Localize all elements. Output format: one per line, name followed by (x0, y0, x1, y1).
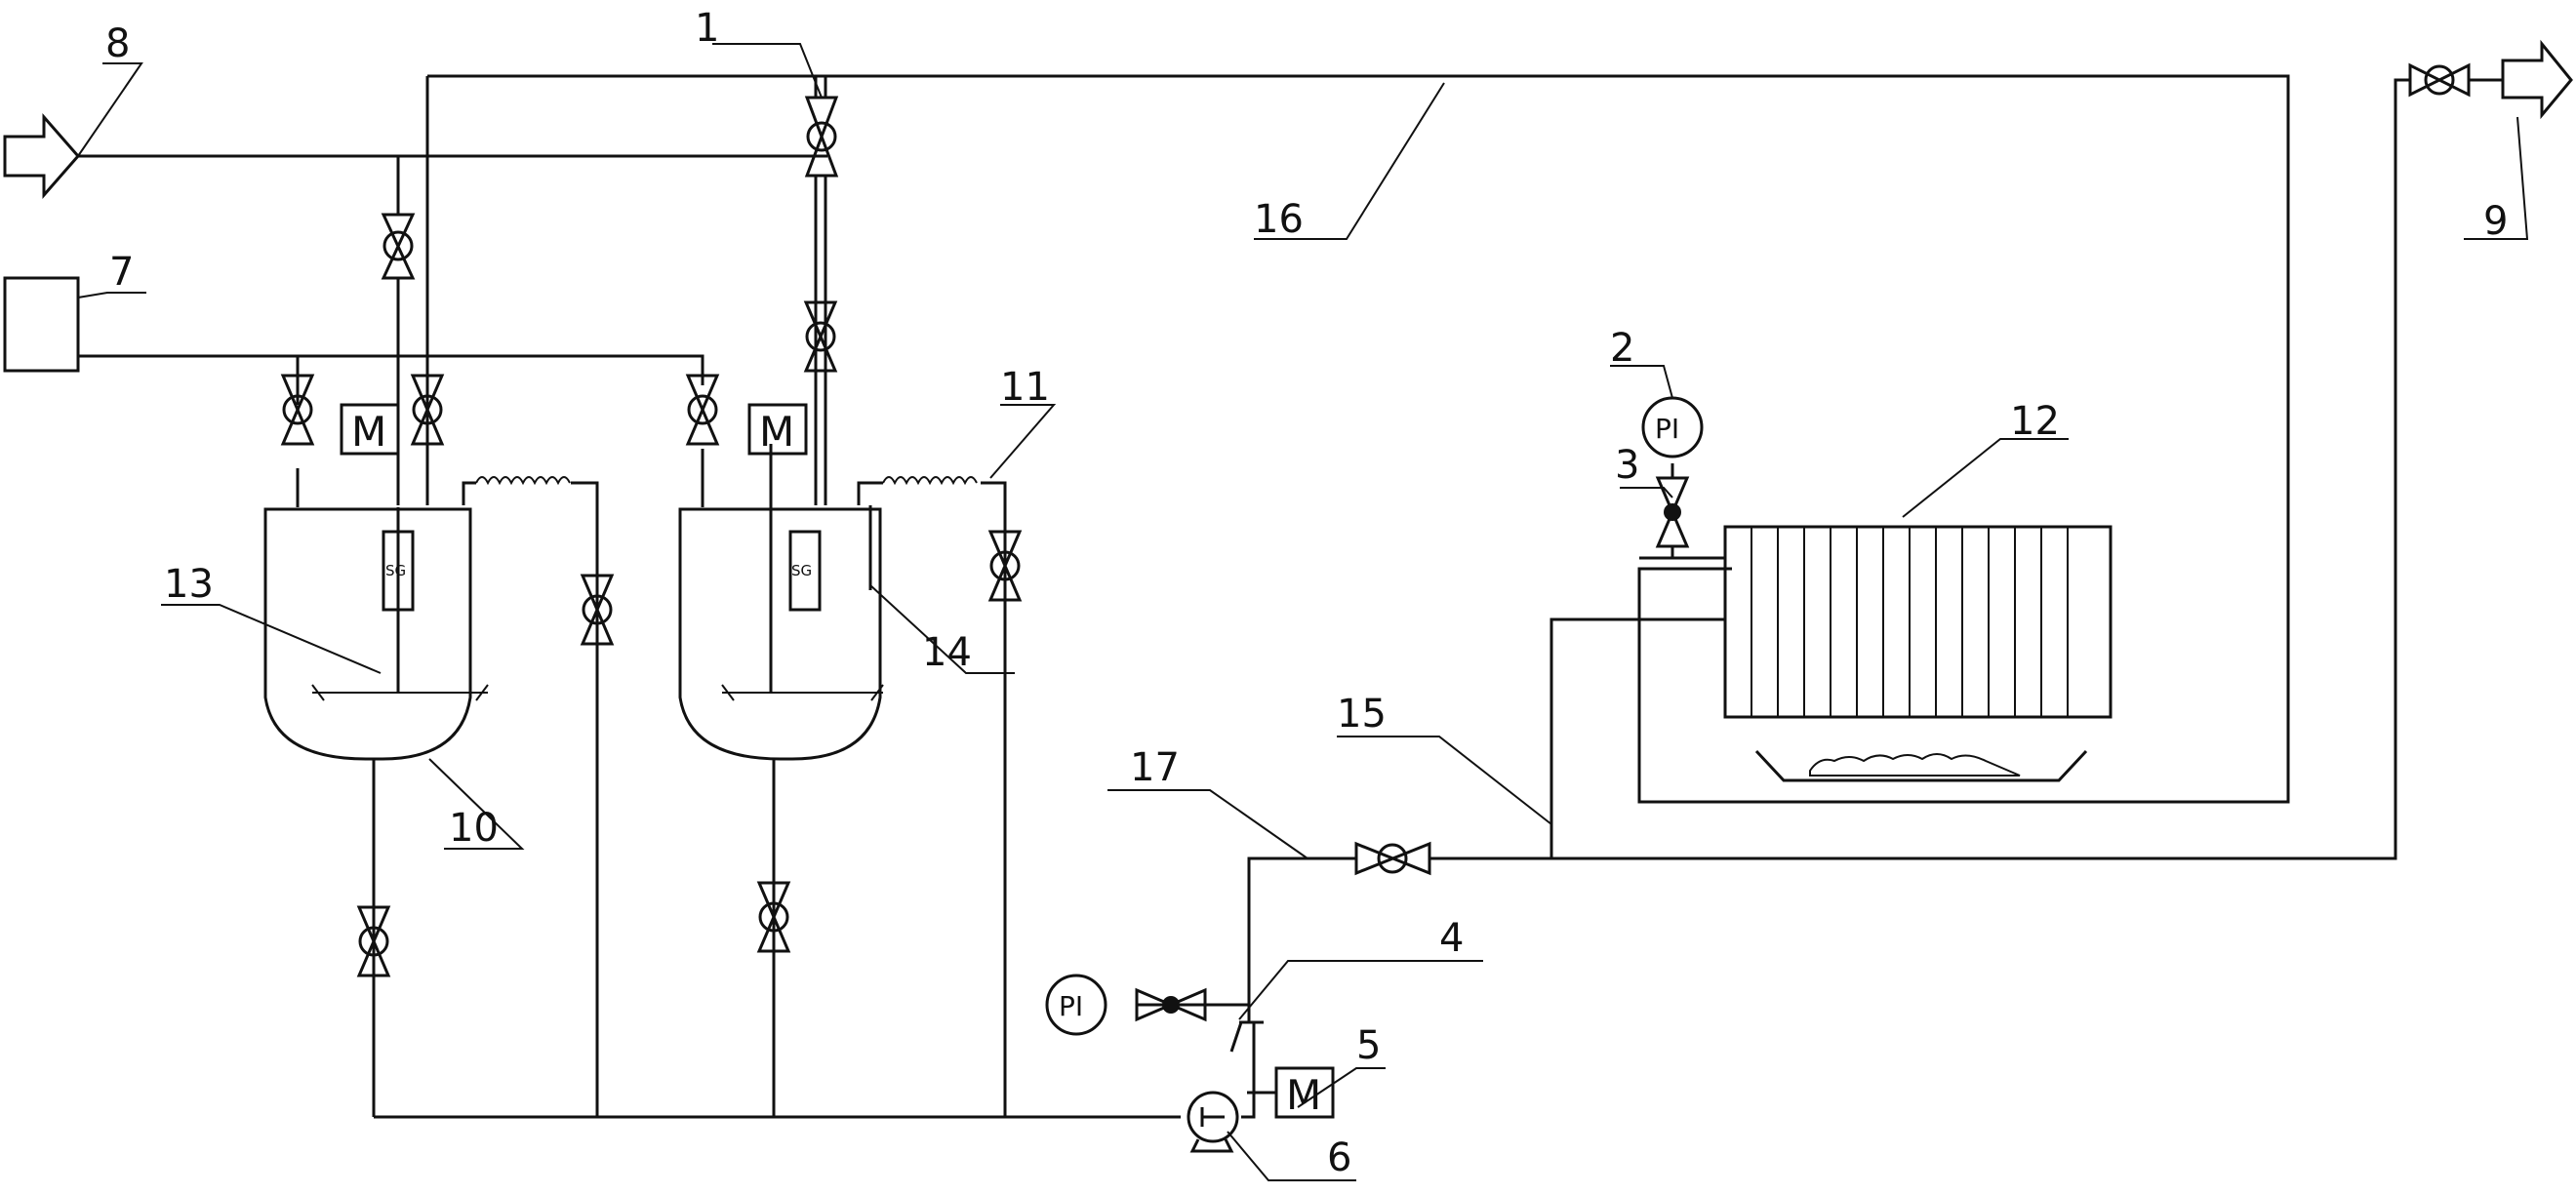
label-12: 12 (2010, 399, 2060, 444)
outlet-arrow (2501, 39, 2573, 120)
svg-text:PI: PI (1059, 990, 1083, 1022)
label-6: 6 (1327, 1135, 1351, 1180)
label-2: 2 (1610, 326, 1634, 371)
heating-coil-2 (882, 476, 978, 486)
tank-box-7 (3, 276, 80, 373)
valve-8-branch (381, 213, 416, 280)
valve-4 (1135, 987, 1207, 1022)
reactor-tank-1: SG (263, 507, 489, 761)
valve-bottom-1 (356, 905, 391, 977)
label-7: 7 (109, 250, 134, 295)
label-16: 16 (1254, 197, 1304, 242)
valve-bottom-2 (756, 881, 791, 953)
pressure-indicator-4: PI (1045, 974, 1107, 1036)
pump (1187, 1091, 1239, 1153)
label-3: 3 (1615, 443, 1639, 488)
pump-motor: M (1274, 1066, 1335, 1119)
label-14: 14 (922, 630, 972, 675)
label-5: 5 (1356, 1023, 1381, 1068)
valve-outlet (2408, 62, 2471, 98)
inlet-arrow (3, 113, 80, 199)
label-9: 9 (2483, 199, 2508, 244)
valve-coil-2 (987, 530, 1023, 602)
valves (280, 62, 2471, 1053)
sight-glass-2-label: SG (791, 562, 812, 579)
valve-tank1-b (410, 374, 445, 446)
valve-coil-1 (580, 574, 615, 646)
filter-press (1723, 525, 2113, 782)
label-8: 8 (105, 21, 130, 66)
label-17: 17 (1130, 745, 1180, 790)
svg-text:PI: PI (1655, 413, 1679, 445)
callout-labels: 1 2 3 4 5 6 7 8 9 10 11 12 13 14 16 15 1… (105, 6, 2508, 1180)
agitator-motor-2: M (747, 403, 808, 456)
motor-2-label: M (759, 408, 794, 456)
leader-lines (77, 43, 2529, 1181)
valve-tank2-b (803, 300, 838, 373)
label-15: 15 (1337, 692, 1387, 737)
valve-17 (1354, 841, 1431, 876)
valve-tank1-a (280, 374, 315, 446)
agitator-motor-1: M (340, 403, 400, 456)
valve-3 (1655, 476, 1690, 548)
label-10: 10 (449, 806, 499, 851)
label-13: 13 (164, 562, 214, 607)
label-11: 11 (1000, 365, 1050, 410)
sight-glass-1 (382, 530, 415, 612)
motor-1-label: M (351, 408, 386, 456)
label-1: 1 (695, 6, 719, 51)
label-4: 4 (1439, 916, 1464, 961)
valve-tank2-a (685, 374, 720, 446)
reactor-tank-2: SG (678, 444, 884, 761)
sight-glass-1-label: SG (385, 562, 406, 579)
sight-glass-2 (788, 530, 822, 612)
heating-coil-1 (475, 476, 571, 486)
pressure-indicator-2: PI (1641, 396, 1704, 458)
valve-1 (804, 96, 839, 178)
